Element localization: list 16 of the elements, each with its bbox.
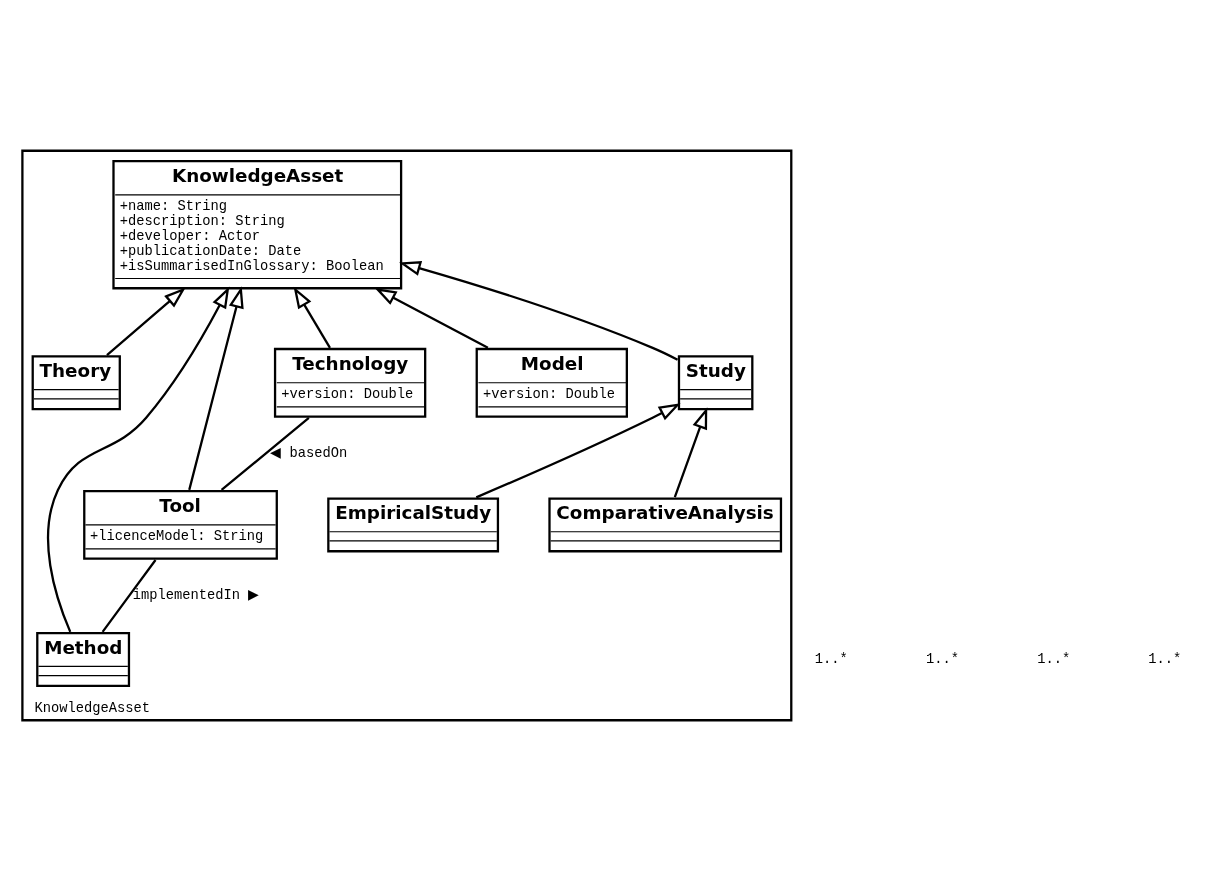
label: 1..* (1037, 652, 1071, 668)
arrow (188, 286, 244, 491)
label: 1..* (814, 652, 848, 668)
connector (220, 417, 310, 491)
arrow (475, 403, 681, 499)
edge-label: implementedIn ▶ (132, 588, 260, 604)
arrow (293, 286, 331, 349)
arrow (106, 287, 186, 357)
connector (101, 559, 157, 633)
arrow (399, 261, 679, 361)
label: 1..* (926, 652, 960, 668)
arrow (673, 407, 708, 498)
arrow (374, 287, 489, 349)
arrow (46, 286, 230, 633)
edge-label: ◀ basedOn (270, 446, 348, 462)
label: 1..* (1148, 652, 1182, 668)
